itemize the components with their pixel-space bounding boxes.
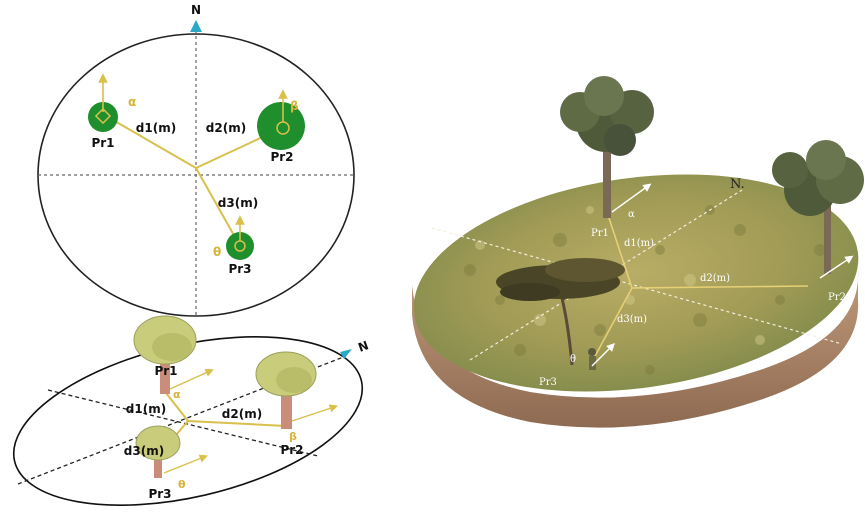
top-pr2-angle: β <box>290 99 299 113</box>
top-d2-label: d2(m) <box>206 121 246 135</box>
photo-north-label: N. <box>730 177 745 192</box>
bottom-pr2-label: Pr2 <box>280 443 303 457</box>
bottom-pr2-north-arrow-icon <box>292 407 334 421</box>
bottom-pr3-label: Pr3 <box>148 487 171 501</box>
bottom-pr3-north-arrow-icon <box>164 457 204 473</box>
top-north-label: N <box>191 3 201 17</box>
photo-pr3-label: Pr3 <box>539 377 557 388</box>
bottom-north-label: N <box>356 338 370 355</box>
photo-pr1-label: Pr1 <box>591 228 609 239</box>
top-d3-label: d3(m) <box>218 196 258 210</box>
photo-plot-illustration: N. α Pr1 d1(m) Pr2 d2(m) <box>400 76 865 428</box>
top-pr3-label: Pr3 <box>228 262 251 276</box>
bottom-ew-axis <box>48 390 318 456</box>
bottom-pr3-angle: θ <box>178 478 186 491</box>
north-arrow-icon <box>190 20 202 32</box>
photo-pr3-angle: θ <box>570 354 576 365</box>
bottom-north-arrow-icon <box>340 349 352 359</box>
bottom-perspective-diagram: N α Pr1 d1(m) β Pr2 d2(m) θ Pr3 d3(m) <box>0 307 379 516</box>
top-circle-diagram: N α Pr1 d1(m) β Pr2 d2(m) θ Pr3 d3(m) <box>38 3 354 316</box>
bottom-d2-line <box>188 421 286 426</box>
bottom-pr2-crown-shade <box>276 367 312 393</box>
photo-d2-label: d2(m) <box>700 273 730 284</box>
top-pr1-angle: α <box>128 95 136 109</box>
bottom-d3-label: d3(m) <box>124 444 164 458</box>
photo-pr1-tree-icon <box>560 76 654 156</box>
photo-d3-label: d3(m) <box>617 314 647 325</box>
photo-pr2-label: Pr2 <box>828 292 846 303</box>
photo-pr3-person-icon <box>588 348 596 370</box>
photo-d1-label: d1(m) <box>624 238 654 249</box>
top-pr3-angle: θ <box>213 245 221 259</box>
bottom-pr1-crown-shade <box>152 333 192 361</box>
bottom-pr1-label: Pr1 <box>154 364 177 378</box>
top-d1-label: d1(m) <box>136 121 176 135</box>
bottom-pr1-angle: α <box>173 388 181 401</box>
top-pr1-label: Pr1 <box>91 136 114 150</box>
top-pr2-label: Pr2 <box>270 150 293 164</box>
bottom-d1-label: d1(m) <box>126 402 166 416</box>
bottom-d2-label: d2(m) <box>222 407 262 421</box>
bottom-pr2-angle: β <box>289 430 297 443</box>
photo-pr1-angle: α <box>628 209 635 220</box>
